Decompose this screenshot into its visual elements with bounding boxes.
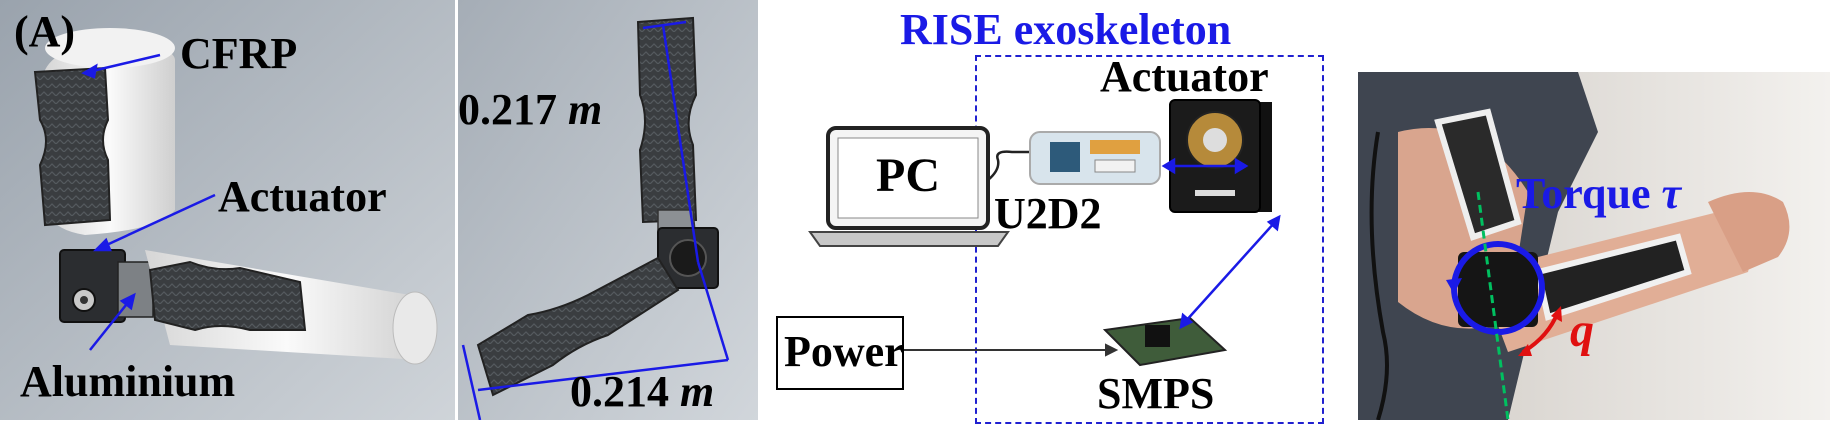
photo-actuator bbox=[1458, 252, 1538, 327]
cad-actuator-label: Actuator bbox=[218, 172, 387, 221]
length-lower-label: 0.214 m bbox=[570, 370, 714, 414]
laptop-icon bbox=[808, 126, 1010, 247]
torque-circle-arrowhead bbox=[1446, 278, 1462, 294]
upper-cfrp-plate bbox=[33, 66, 112, 227]
cad-view-2: 0.217 m 0.214 m bbox=[458, 0, 758, 420]
length-upper-unit: m bbox=[568, 85, 603, 134]
torque-symbol: τ bbox=[1661, 169, 1682, 218]
length-upper-value: 0.217 bbox=[458, 85, 557, 134]
panel-label: (A) bbox=[14, 7, 76, 56]
power-arrow bbox=[896, 343, 1119, 357]
cad-view-1: (A) CFRP Actuator Aluminium bbox=[0, 0, 455, 420]
angle-arc-head-1 bbox=[1518, 344, 1532, 356]
exoskeleton-photo: Torque τ q bbox=[1358, 72, 1830, 420]
power-box: Power bbox=[776, 316, 904, 390]
angle-symbol: q bbox=[1570, 304, 1594, 357]
u2d2-board bbox=[1029, 131, 1161, 185]
smps-label: SMPS bbox=[1097, 369, 1215, 418]
system-diagram-drawing bbox=[808, 99, 1281, 367]
cad-2-lower-plate bbox=[476, 256, 680, 397]
cad-2-dimension-lines bbox=[461, 20, 730, 420]
photo-drawing bbox=[1358, 72, 1830, 420]
smps-board bbox=[1102, 316, 1228, 367]
system-arrows bbox=[1161, 157, 1281, 330]
torque-label: Torque τ bbox=[1516, 172, 1681, 216]
cad-1-annotation-arrows bbox=[81, 53, 216, 351]
length-lower-unit: m bbox=[680, 367, 715, 416]
pc-label: PC bbox=[876, 149, 940, 202]
angle-arc-head-2 bbox=[1551, 306, 1562, 322]
power-label: Power bbox=[784, 327, 904, 376]
aluminium-label: Aluminium bbox=[20, 357, 236, 406]
length-upper-label: 0.217 m bbox=[458, 88, 602, 132]
upper-cuff bbox=[1434, 108, 1522, 241]
length-lower-value: 0.214 bbox=[570, 367, 669, 416]
forearm-cuff bbox=[1534, 233, 1692, 321]
system-diagram: RISE exoskeleton bbox=[760, 0, 1370, 436]
torque-text: Torque bbox=[1516, 169, 1651, 218]
cad-view-1-drawing bbox=[0, 0, 455, 420]
cad-2-upper-plate bbox=[636, 16, 698, 224]
system-actuator-label: Actuator bbox=[1100, 52, 1269, 101]
lower-cfrp-plate bbox=[148, 260, 307, 332]
hand bbox=[1708, 192, 1790, 272]
system-title: RISE exoskeleton bbox=[900, 5, 1232, 54]
cad-view-2-drawing bbox=[458, 0, 758, 420]
usb-cable bbox=[987, 150, 1035, 181]
u2d2-label: U2D2 bbox=[994, 189, 1102, 238]
system-actuator bbox=[1169, 99, 1272, 213]
cfrp-label: CFRP bbox=[180, 29, 298, 78]
photo-cable bbox=[1369, 131, 1389, 420]
